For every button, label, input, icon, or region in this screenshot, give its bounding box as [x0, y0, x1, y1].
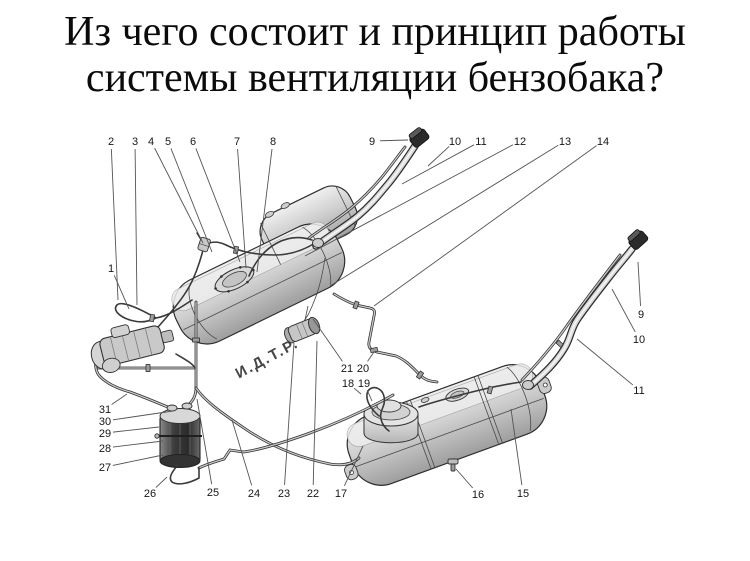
callout-label-9: 9 — [369, 136, 375, 148]
callout-label-2: 2 — [108, 136, 114, 148]
leader-line-30 — [112, 410, 174, 421]
leader-line-12 — [304, 144, 514, 257]
slide-title-line2: системы вентиляции бензобака? — [85, 55, 665, 101]
leader-line-31 — [111, 393, 128, 405]
leader-line-29 — [112, 426, 160, 433]
callout-label-7: 7 — [234, 136, 240, 148]
callout-label-24: 24 — [248, 488, 260, 500]
filler-neck-second — [520, 229, 649, 390]
callout-label-30: 30 — [99, 416, 111, 428]
callout-label-4: 4 — [148, 136, 154, 148]
leader-line-8 — [256, 148, 273, 273]
leader-line-6 — [195, 148, 241, 263]
callout-label-6: 6 — [190, 136, 196, 148]
leader-line-11 — [576, 338, 634, 386]
leader-line-17 — [343, 445, 364, 486]
leader-line-20 — [367, 351, 375, 362]
callout-label-21: 21 — [341, 363, 353, 375]
callout-label-27: 27 — [99, 462, 111, 474]
leader-line-21 — [312, 318, 343, 362]
callout-label-11: 11 — [633, 385, 644, 397]
callout-label-22: 22 — [307, 488, 319, 500]
callout-label-29: 29 — [99, 428, 111, 440]
callout-label-16: 16 — [472, 489, 484, 501]
leader-line-2 — [110, 148, 119, 301]
callout-label-10: 10 — [449, 136, 461, 148]
leader-line-3 — [134, 148, 138, 306]
callout-label-3: 3 — [132, 136, 138, 148]
leader-line-16 — [455, 468, 474, 489]
callout-label-12: 12 — [514, 136, 526, 148]
leader-line-9 — [637, 261, 641, 307]
fuel-valve-assembly — [90, 324, 175, 373]
main-fuel-tank — [171, 185, 359, 345]
leader-line-10 — [427, 146, 450, 167]
callout-label-23: 23 — [278, 488, 290, 500]
leader-line-11 — [401, 144, 475, 185]
leader-line-1 — [113, 275, 130, 310]
filler-cap-second — [627, 229, 649, 250]
filler-cap-main — [408, 127, 430, 148]
leader-line-4 — [154, 147, 204, 244]
drain-plug — [447, 458, 459, 472]
callout-label-15: 15 — [517, 488, 529, 500]
leader-line-15 — [510, 408, 523, 486]
leader-line-7 — [237, 148, 247, 269]
leader-line-27 — [112, 454, 164, 466]
leader-line-22 — [312, 340, 318, 486]
callout-label-17: 17 — [335, 488, 347, 500]
callout-label-8: 8 — [270, 136, 276, 148]
leader-line-24 — [231, 419, 253, 486]
pump-valve-unit — [284, 305, 321, 344]
leader-line-23 — [284, 342, 295, 486]
leader-line-9 — [379, 139, 409, 142]
leader-line-5 — [170, 148, 213, 253]
vapor-canister — [154, 402, 202, 468]
leader-line-28 — [112, 440, 164, 448]
filler-neck-main — [307, 127, 430, 250]
callout-label-28: 28 — [99, 443, 111, 455]
callout-label-13: 13 — [559, 136, 571, 148]
fuel-sender-flange — [214, 266, 255, 293]
callout-label-11: 11 — [475, 136, 486, 148]
callout-label-1: 1 — [108, 263, 114, 275]
slide-title: Из чего состоит и принцип работы системы… — [0, 9, 750, 101]
callout-label-26: 26 — [144, 488, 156, 500]
callout-label-20: 20 — [357, 363, 369, 375]
leader-line-19 — [366, 390, 373, 402]
leader-line-14 — [373, 145, 597, 307]
leader-line-18 — [353, 387, 362, 395]
callout-label-9: 9 — [638, 309, 644, 321]
callout-label-19: 19 — [358, 378, 370, 390]
callout-label-14: 14 — [597, 136, 609, 148]
leader-line-13 — [329, 144, 559, 287]
callout-label-18: 18 — [342, 378, 354, 390]
callout-label-31: 31 — [99, 404, 111, 416]
callout-label-25: 25 — [207, 487, 219, 499]
callout-label-10: 10 — [633, 334, 645, 346]
leader-line-10 — [611, 288, 636, 333]
slide-title-line1: Из чего состоит и принцип работы — [64, 9, 686, 55]
leader-line-26 — [155, 476, 168, 488]
callout-label-5: 5 — [165, 136, 171, 148]
leader-line-25 — [196, 398, 213, 485]
